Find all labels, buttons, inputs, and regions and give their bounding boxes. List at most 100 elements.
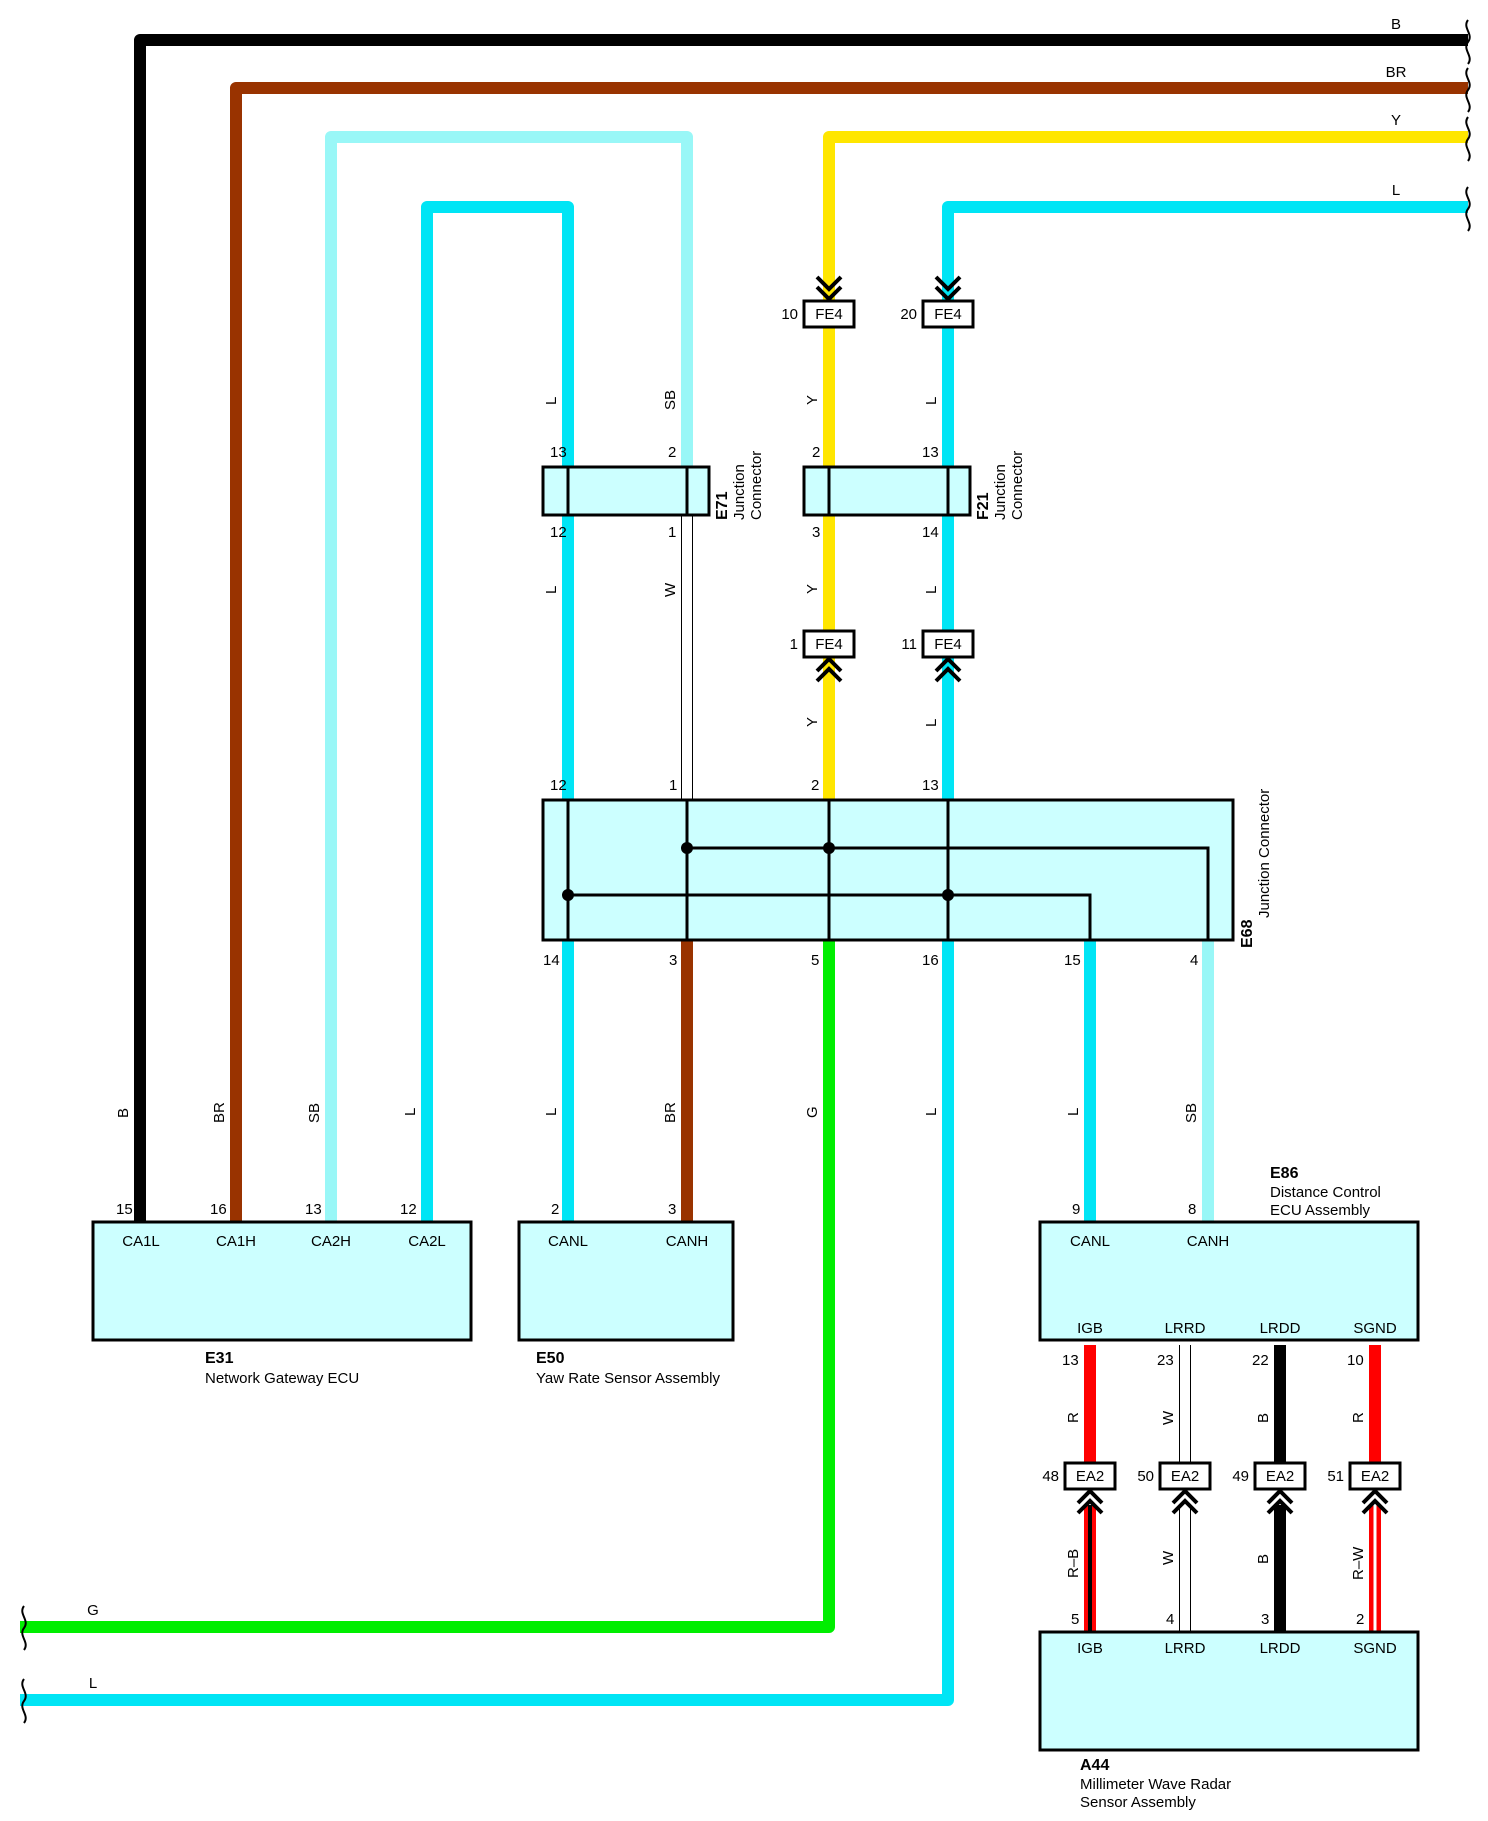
e68-pin-12: 12 bbox=[550, 777, 567, 794]
e68-pin-14: 14 bbox=[543, 952, 560, 969]
wire-label: L bbox=[923, 719, 940, 727]
fe4-pin: 10 bbox=[781, 306, 798, 323]
wire-l-left bbox=[20, 940, 954, 1706]
ea2-connector-48: EA2 48 bbox=[1042, 1461, 1117, 1515]
fe4-pin: 11 bbox=[901, 636, 917, 653]
wire-label: SB bbox=[1183, 1103, 1200, 1123]
e86-pin-label: LRDD bbox=[1260, 1320, 1301, 1337]
e68-pin-3: 3 bbox=[669, 952, 677, 969]
bus-label-b: B bbox=[1391, 16, 1401, 33]
e71-name-1: Junction bbox=[731, 464, 748, 520]
bus-label-br: BR bbox=[1386, 64, 1407, 81]
e86-pin-label: SGND bbox=[1353, 1320, 1397, 1337]
e31-id: E31 bbox=[205, 1350, 234, 1367]
e86-pin-label: CANL bbox=[1070, 1233, 1110, 1250]
a44-pin-num: 4 bbox=[1166, 1611, 1174, 1628]
e71-pin-2: 2 bbox=[668, 444, 676, 461]
wire-label: Y bbox=[804, 717, 821, 727]
e50-pin-label: CANH bbox=[666, 1233, 709, 1250]
e86-pin-label: IGB bbox=[1077, 1320, 1103, 1337]
wire-label: R bbox=[1350, 1412, 1367, 1423]
e86-pin-num: 13 bbox=[1062, 1352, 1079, 1369]
e31-network-gateway-ecu: CA1L CA1H CA2H CA2L 15 16 13 12 E31 Netw… bbox=[91, 1201, 473, 1387]
wire-g-left bbox=[20, 940, 835, 1633]
wire-label: L bbox=[923, 1108, 940, 1116]
e68-pin-13: 13 bbox=[922, 777, 939, 794]
ea2-connector-51: EA2 51 bbox=[1327, 1461, 1402, 1515]
bus-label-y: Y bbox=[1391, 112, 1401, 129]
e86-distance-control-ecu: CANL CANH 9 8 IGB LRRD LRDD SGND 13 23 2… bbox=[1038, 1165, 1420, 1369]
wires bbox=[20, 34, 1468, 1706]
e50-id: E50 bbox=[536, 1350, 565, 1367]
break-marks-right bbox=[1465, 19, 1471, 232]
e68-junction-connector: 12 1 2 13 14 3 5 16 15 4 E68 Junction Co… bbox=[541, 777, 1273, 969]
ea2-pin: 48 bbox=[1042, 1468, 1059, 1485]
e71-junction-connector: 13 2 12 1 E71 Junction Connector bbox=[541, 444, 765, 541]
ea2-pin: 51 bbox=[1327, 1468, 1344, 1485]
wire-label: Y bbox=[804, 395, 821, 405]
wire-label: Y bbox=[804, 584, 821, 594]
e68-pin-4: 4 bbox=[1190, 952, 1198, 969]
wire-label: B bbox=[1255, 1413, 1272, 1423]
wire-color-labels: L SB Y L L W Y L Y L B BR SB L L BR G L … bbox=[115, 390, 1367, 1580]
wire-label: L bbox=[923, 397, 940, 405]
wire-label: L bbox=[1065, 1108, 1082, 1116]
wire-label: W bbox=[662, 582, 679, 597]
wire-label: SB bbox=[662, 390, 679, 410]
wire-label: R–W bbox=[1350, 1546, 1367, 1580]
e31-pin-label: CA1H bbox=[216, 1233, 256, 1250]
e50-pin-num: 3 bbox=[668, 1201, 676, 1218]
fe4-pin: 20 bbox=[900, 306, 917, 323]
e71-name-2: Connector bbox=[748, 451, 765, 520]
wire-label: R–B bbox=[1065, 1549, 1082, 1578]
e68-pin-15: 15 bbox=[1064, 952, 1081, 969]
f21-name-2: Connector bbox=[1009, 451, 1026, 520]
e86-pin-num: 10 bbox=[1347, 1352, 1364, 1369]
e68-pin-1: 1 bbox=[669, 777, 677, 794]
wire-b-bus bbox=[134, 34, 1468, 1222]
e68-id: E68 bbox=[1239, 919, 1256, 948]
wire-y-bus bbox=[823, 131, 1468, 467]
a44-pin-label: LRDD bbox=[1260, 1640, 1301, 1657]
bus-label-g: G bbox=[87, 1602, 99, 1619]
fe4-connector-10: FE4 10 bbox=[781, 275, 856, 329]
fe4-connector-1: FE4 1 bbox=[790, 629, 856, 683]
e86-pin-num: 9 bbox=[1072, 1201, 1080, 1218]
e68-pin-16: 16 bbox=[922, 952, 939, 969]
e86-name-1: Distance Control bbox=[1270, 1184, 1381, 1201]
e86-pin-label: CANH bbox=[1187, 1233, 1230, 1250]
bus-label-l-left: L bbox=[89, 1675, 97, 1692]
e68-name: Junction Connector bbox=[1256, 789, 1273, 918]
e71-pin-12: 12 bbox=[550, 524, 567, 541]
e68-pin-2: 2 bbox=[811, 777, 819, 794]
e86-pin-num: 23 bbox=[1157, 1352, 1174, 1369]
e31-pin-num: 16 bbox=[210, 1201, 227, 1218]
a44-pin-num: 5 bbox=[1071, 1611, 1079, 1628]
ea2-connector-49: EA2 49 bbox=[1232, 1461, 1307, 1515]
ea2-label: EA2 bbox=[1076, 1468, 1104, 1485]
e71-pin-13: 13 bbox=[550, 444, 567, 461]
e31-name: Network Gateway ECU bbox=[205, 1370, 359, 1387]
ea2-connector-50: EA2 50 bbox=[1137, 1461, 1212, 1515]
e31-pin-num: 12 bbox=[400, 1201, 417, 1218]
e50-pin-num: 2 bbox=[551, 1201, 559, 1218]
e86-pin-label: LRRD bbox=[1165, 1320, 1206, 1337]
f21-pin-3: 3 bbox=[812, 524, 820, 541]
e50-yaw-rate-sensor: CANL CANH 2 3 E50 Yaw Rate Sensor Assemb… bbox=[517, 1201, 735, 1387]
wire-label: SB bbox=[306, 1103, 323, 1123]
fe4-label: FE4 bbox=[815, 636, 843, 653]
wire-sb-loop bbox=[325, 131, 693, 1222]
a44-pin-label: LRRD bbox=[1165, 1640, 1206, 1657]
ea2-label: EA2 bbox=[1266, 1468, 1294, 1485]
wire-l-bus bbox=[942, 201, 1468, 467]
e86-id: E86 bbox=[1270, 1165, 1299, 1182]
fe4-label: FE4 bbox=[815, 306, 843, 323]
a44-name-1: Millimeter Wave Radar bbox=[1080, 1776, 1231, 1793]
wire-label: BR bbox=[662, 1102, 679, 1123]
fe4-connector-11: FE4 11 bbox=[901, 629, 975, 683]
a44-id: A44 bbox=[1080, 1757, 1109, 1774]
wire-label: L bbox=[543, 586, 560, 594]
e31-pin-label: CA2L bbox=[408, 1233, 446, 1250]
ea2-pin: 50 bbox=[1137, 1468, 1154, 1485]
fe4-connector-20: FE4 20 bbox=[900, 275, 975, 329]
